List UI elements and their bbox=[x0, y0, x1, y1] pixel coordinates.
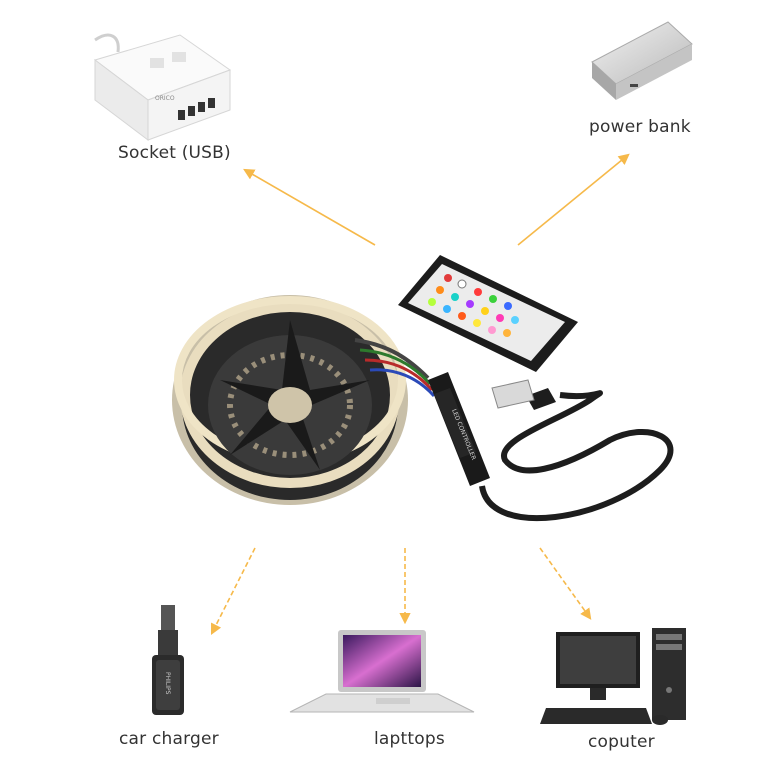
usb-socket-strip: ORICO bbox=[93, 33, 232, 142]
laptop bbox=[289, 630, 475, 713]
car-charger-label: car charger bbox=[119, 729, 219, 749]
socket-usb-label: Socket (USB) bbox=[118, 143, 231, 163]
power-bank bbox=[591, 21, 693, 100]
desktop-computer bbox=[540, 628, 686, 725]
car-charger: PHILIPS bbox=[152, 605, 184, 715]
arrow-to-socket bbox=[243, 168, 376, 246]
arrow-to-power-bank bbox=[517, 153, 630, 246]
arrow-to-computer bbox=[539, 547, 592, 620]
laptops-label: lapttops bbox=[374, 729, 445, 749]
led-strip-reel bbox=[172, 295, 408, 505]
ir-remote bbox=[398, 255, 578, 372]
car-charger-brand: PHILIPS bbox=[164, 672, 171, 695]
arrow-to-car-charger bbox=[210, 547, 256, 635]
computer-label: coputer bbox=[588, 732, 655, 752]
socket-brand-text: ORICO bbox=[155, 95, 175, 102]
power-bank-label: power bank bbox=[589, 117, 691, 137]
